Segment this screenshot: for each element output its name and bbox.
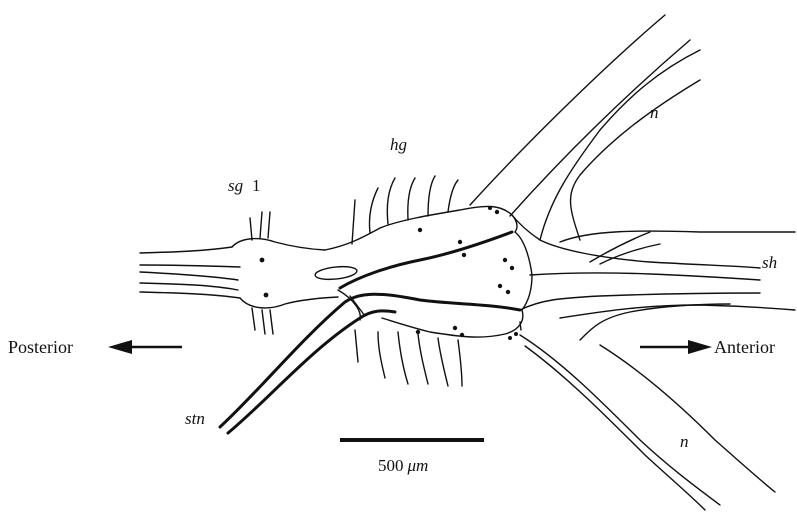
posterior-nerve-lines [140,247,240,298]
label-posterior: Posterior [8,337,73,357]
left-arrow-icon [108,340,182,354]
label-n-top: n [650,103,659,122]
lower-anterior-nerve [520,304,795,510]
upper-anterior-nerve [470,15,795,242]
label-n-bottom: n [680,432,689,451]
label-anterior: Anterior [714,337,775,357]
label-hg: hg [390,135,407,154]
right-arrow-icon [640,340,712,354]
segmental-ganglion-1 [232,212,358,334]
label-sh: sh [762,253,777,272]
scale-bar-unit: μm [407,456,429,475]
scale-bar-number: 500 [378,456,404,475]
label-stn: stn [185,409,205,428]
label-sg-number: 1 [252,176,261,195]
label-sg: sg [228,176,243,195]
anterior-connectives [416,206,760,340]
